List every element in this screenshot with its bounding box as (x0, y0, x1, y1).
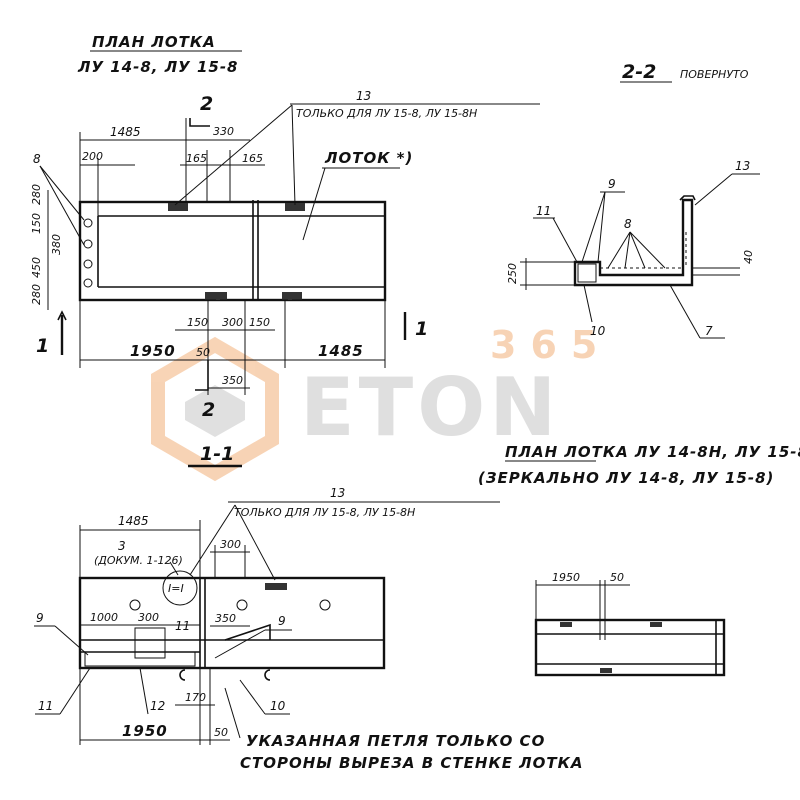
plan1-dim-165a: 165 (186, 152, 207, 165)
section11-dim-1485: 1485 (118, 514, 149, 528)
plan1-dim-300: 300 (222, 316, 243, 329)
plan1-dim-330: 330 (213, 125, 234, 138)
section22-callout-10: 10 (590, 324, 606, 338)
section22-note: ПОВЕРНУТО (680, 68, 749, 81)
section11-callout-11-mid: 11 (175, 619, 190, 633)
plan1-callout-8: 8 (33, 152, 41, 166)
section11-callout-9-right: 9 (278, 614, 286, 628)
plan2-slab-outline (534, 618, 726, 677)
plan1-section-2-top: 2 (200, 93, 213, 115)
plan2-dim-1950: 1950 (552, 571, 580, 584)
section11-callout-9-left: 9 (36, 611, 44, 625)
plan2-title: ПЛАН ЛОТКА ЛУ 14-8Н, ЛУ 15-8Н (505, 443, 800, 461)
watermark: 365 ETON (151, 323, 611, 482)
plan-lotka-2: ПЛАН ЛОТКА ЛУ 14-8Н, ЛУ 15-8Н (ЗЕРКАЛЬНО… (478, 443, 800, 677)
section11-title: 1-1 (200, 443, 234, 465)
section11-callout-11-left: 11 (38, 699, 53, 713)
section11-callout-13-text: ТОЛЬКО ДЛЯ ЛУ 15-8, ЛУ 15-8Н (234, 506, 415, 519)
section22-callout-9: 9 (608, 177, 616, 191)
plan1-callout-lotok: ЛОТОК *) (324, 149, 413, 167)
plan2-dim-50: 50 (610, 571, 624, 584)
section11-dim-50: 50 (214, 726, 228, 739)
section11-dim-1950: 1950 (122, 722, 168, 740)
section11-callout-12: 12 (150, 699, 165, 713)
section11-note-line2: СТОРОНЫ ВЫРЕЗА В СТЕНКЕ ЛОТКА (240, 754, 584, 772)
plan1-section-1-right: 1 (415, 318, 428, 340)
section11-note-line1: УКАЗАННАЯ ПЕТЛЯ ТОЛЬКО СО (246, 732, 545, 750)
watermark-eton: ETON (300, 361, 560, 454)
plan1-dim-350: 350 (222, 374, 243, 387)
plan1-section-2-bottom: 2 (202, 399, 215, 421)
section11-slab-outline (78, 576, 386, 670)
plan1-dim-50: 50 (196, 346, 210, 359)
plan-lotka-1: ПЛАН ЛОТКА ЛУ 14-8, ЛУ 15-8 1485 330 2 (30, 33, 540, 421)
plan1-callout-13: 13 (356, 89, 371, 103)
section22-title: 2-2 (622, 61, 656, 83)
section11-callout-10: 10 (270, 699, 286, 713)
section22-callout-11: 11 (536, 204, 551, 218)
section11-dim-170: 170 (185, 691, 206, 704)
plan1-dim-450: 450 (30, 257, 43, 278)
plan1-dim-280b: 280 (30, 284, 43, 305)
section11-dim-300a: 300 (220, 538, 241, 551)
plan1-dim-1485-top: 1485 (110, 125, 141, 139)
section-1-1: 1-1 I=I 1485 3 (ДОКУМ. 1-126) 300 13 (34, 443, 584, 772)
section11-callout-13: 13 (330, 486, 345, 500)
plan1-section-1-left: 1 (36, 335, 49, 357)
section22-callout-8: 8 (624, 217, 632, 231)
section22-callout-7: 7 (705, 324, 713, 338)
section11-dim-350: 350 (215, 612, 236, 625)
plan1-dim-150a: 150 (30, 213, 43, 234)
section22-callout-13: 13 (735, 159, 750, 173)
plan1-dim-150b: 150 (187, 316, 208, 329)
section22-dim-250: 250 (506, 263, 519, 284)
plan1-dim-280a: 280 (30, 184, 43, 205)
section11-callout-3: 3 (118, 539, 126, 553)
section22-dim-40: 40 (742, 250, 755, 264)
section11-callout-3-note: (ДОКУМ. 1-126) (94, 554, 183, 567)
section-2-2: 2-2 ПОВЕРНУТО 250 40 13 9 11 8 10 (506, 61, 760, 339)
plan1-title: ПЛАН ЛОТКА (92, 33, 216, 51)
plan2-subtitle: (ЗЕРКАЛЬНО ЛУ 14-8, ЛУ 15-8) (478, 469, 774, 487)
plan1-dim-1485-bottom: 1485 (318, 342, 364, 360)
watermark-365: 365 (490, 323, 611, 367)
section11-dim-1000: 1000 (90, 611, 118, 624)
plan1-dim-1950: 1950 (130, 342, 176, 360)
plan1-dim-200: 200 (82, 150, 103, 163)
plan1-dim-380: 380 (50, 234, 63, 255)
section11-dim-300b: 300 (138, 611, 159, 624)
svg-text:I=I: I=I (168, 582, 184, 595)
plan1-dim-150c: 150 (249, 316, 270, 329)
plan1-dim-165b: 165 (242, 152, 263, 165)
watermark-hex-icon (151, 336, 279, 482)
section22-profile (573, 198, 694, 287)
plan1-callout-13-text: ТОЛЬКО ДЛЯ ЛУ 15-8, ЛУ 15-8Н (296, 107, 477, 120)
plan1-subtitle: ЛУ 14-8, ЛУ 15-8 (77, 58, 239, 76)
